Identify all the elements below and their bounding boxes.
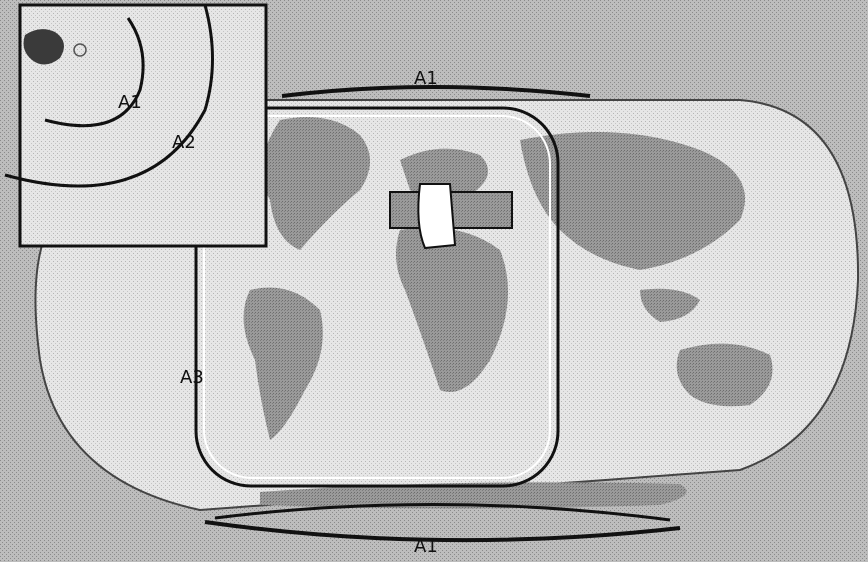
inset-arc-2: [4, 4, 214, 188]
inset-arc-1: [44, 17, 145, 128]
bottom-route-arc: [204, 520, 681, 543]
inset-label-a2: A2: [172, 132, 196, 153]
inset-cluster: [23, 29, 64, 65]
target-marker: [389, 183, 513, 250]
inset-map: [4, 3, 268, 248]
bottom-route-arc-upper: [214, 503, 671, 522]
route-frame-inner: [203, 115, 551, 479]
route-label-left: A3: [180, 367, 204, 388]
route-label-top: A1: [414, 68, 438, 89]
route-label-bottom: A1: [414, 536, 438, 557]
land-masses: [243, 117, 773, 509]
top-route-arc: [281, 85, 591, 98]
inset-label-a1: A1: [118, 92, 142, 113]
